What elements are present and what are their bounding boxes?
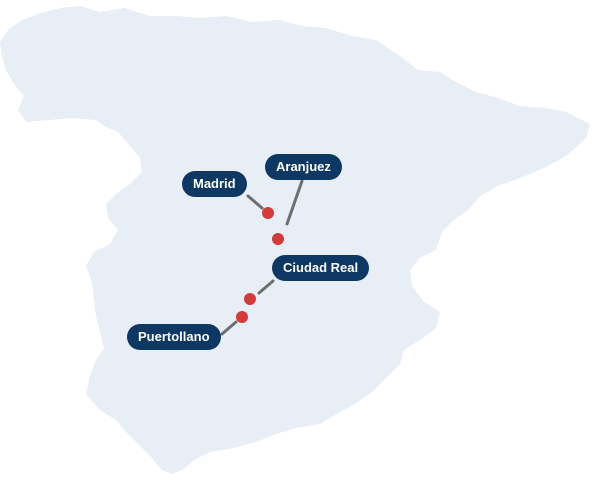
label-madrid[interactable]: Madrid: [182, 171, 247, 197]
connector-aranjuez: [285, 179, 304, 226]
marker-ciudad-real[interactable]: [244, 293, 256, 305]
connector-ciudad-real: [257, 279, 275, 295]
marker-aranjuez[interactable]: [272, 233, 284, 245]
city-markers: [236, 207, 284, 323]
label-aranjuez[interactable]: Aranjuez: [265, 154, 342, 180]
spain-landmass: [0, 6, 590, 474]
connector-madrid: [246, 194, 264, 210]
label-puertollano[interactable]: Puertollano: [127, 324, 221, 350]
connector-lines: [220, 179, 304, 336]
marker-puertollano[interactable]: [236, 311, 248, 323]
label-ciudad-real[interactable]: Ciudad Real: [272, 255, 370, 281]
marker-madrid[interactable]: [262, 207, 274, 219]
connector-puertollano: [220, 320, 238, 336]
